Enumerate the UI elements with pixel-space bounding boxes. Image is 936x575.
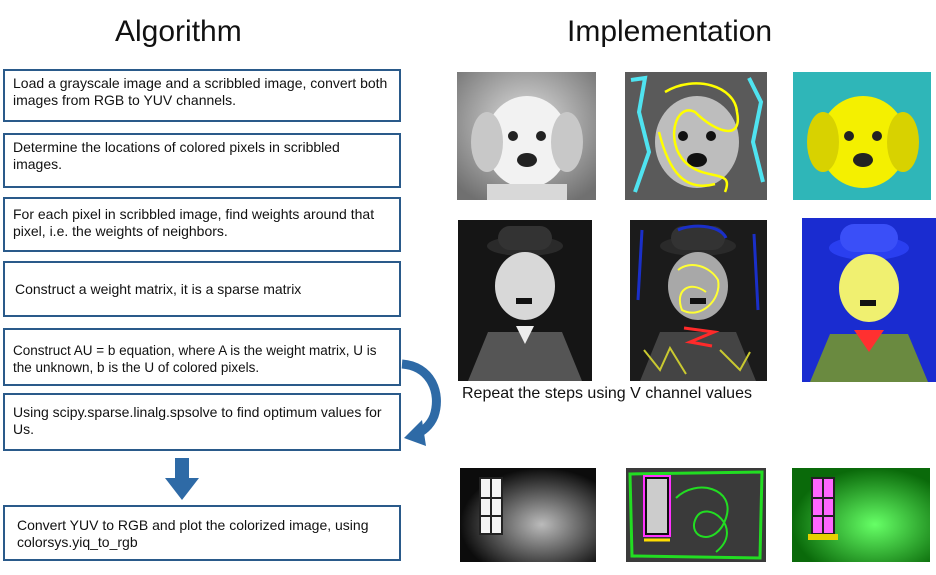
step-spsolve: Using scipy.sparse.linalg.spsolve to fin… bbox=[3, 393, 401, 451]
step-convert-plot: Convert YUV to RGB and plot the colorize… bbox=[3, 505, 401, 561]
implementation-heading: Implementation bbox=[567, 15, 773, 48]
window-colorized-photo bbox=[792, 468, 930, 562]
puppy-scribbled-photo bbox=[625, 72, 767, 200]
curved-arrow-icon bbox=[401, 359, 441, 446]
chaplin-colorized-photo bbox=[802, 218, 936, 382]
step-load-images: Load a grayscale image and a scribbled i… bbox=[3, 69, 401, 122]
chaplin-grayscale-photo bbox=[458, 220, 592, 381]
step-au-equation: Construct AU = b equation, where A is th… bbox=[3, 328, 401, 386]
repeat-note: Repeat the steps using V channel values bbox=[462, 385, 752, 402]
step-locate-colored-pixels: Determine the locations of colored pixel… bbox=[3, 133, 401, 188]
step-find-weights: For each pixel in scribbled image, find … bbox=[3, 197, 401, 252]
algorithm-heading: Algorithm bbox=[115, 15, 242, 48]
puppy-colorized-photo bbox=[793, 72, 931, 200]
down-arrow-icon bbox=[165, 458, 199, 500]
puppy-grayscale-photo bbox=[457, 72, 596, 200]
chaplin-scribbled-photo bbox=[630, 220, 767, 381]
window-grayscale-photo bbox=[460, 468, 596, 562]
window-scribbled-photo bbox=[626, 468, 766, 562]
step-weight-matrix: Construct a weight matrix, it is a spars… bbox=[3, 261, 401, 317]
